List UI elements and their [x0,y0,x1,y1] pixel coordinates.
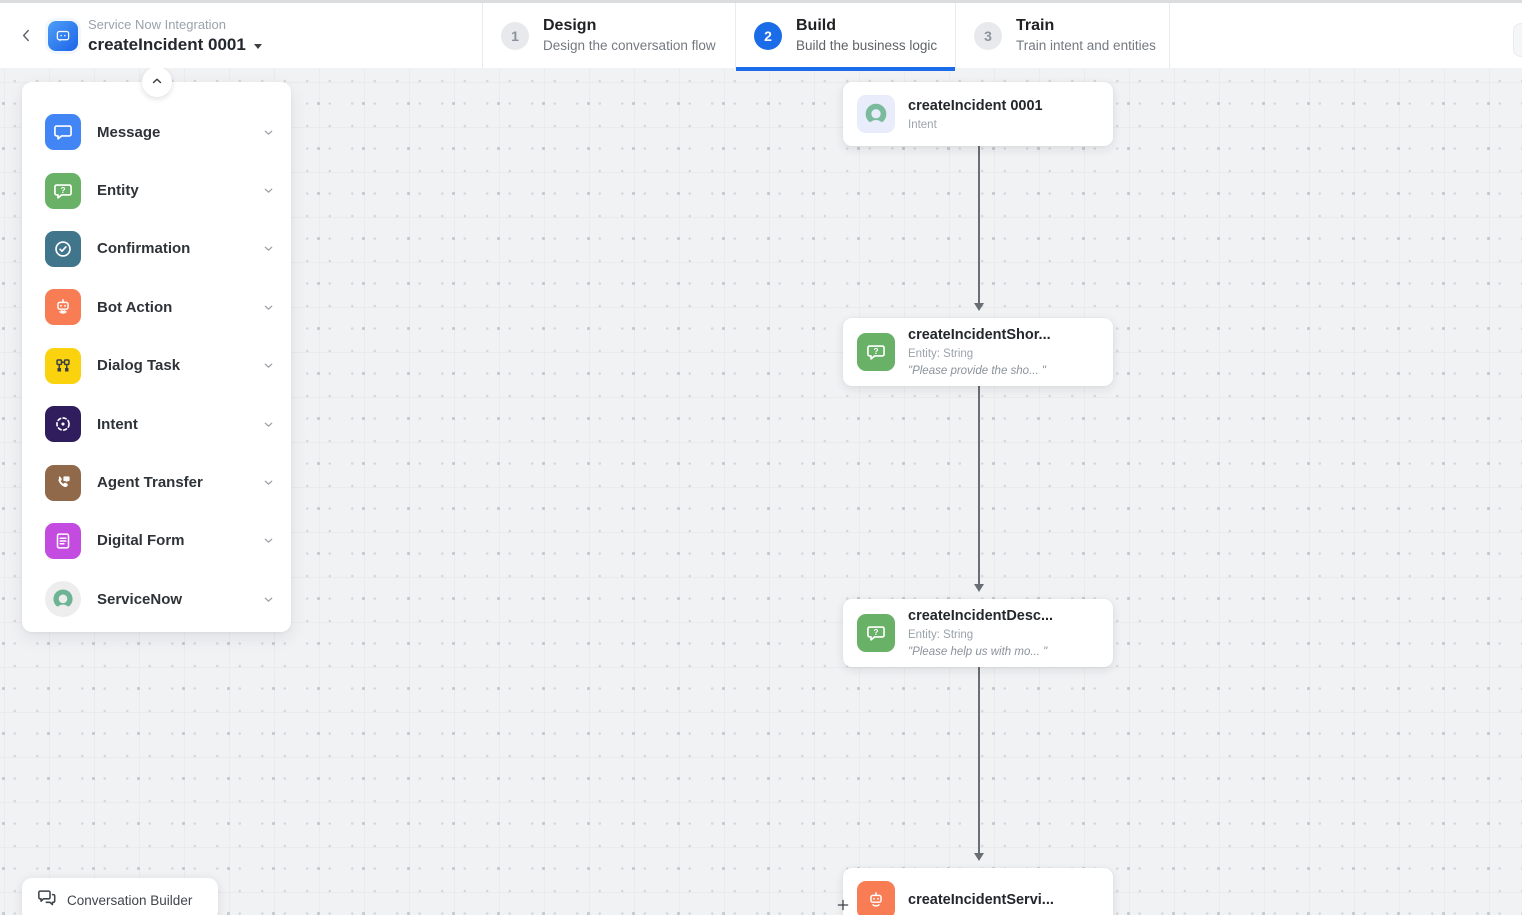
intent-icon [45,406,81,443]
step-title: Design [543,17,597,34]
conversation-builder-button[interactable]: Conversation Builder [22,878,218,915]
chevron-up-icon [150,74,164,91]
flow-connector [974,146,984,311]
palette-item-bot-action[interactable]: Bot Action [22,278,291,336]
tab-build[interactable]: 2 Build Build the business logic [736,3,956,71]
tab-train[interactable]: 3 Train Train intent and entities [956,3,1170,68]
step-number-badge: 1 [501,21,529,50]
node-title: createIncidentShor... [908,327,1051,343]
entity-icon: ? [857,614,895,652]
node-prompt-preview: "Please provide the sho... " [908,365,1046,377]
step-number-badge: 2 [754,21,782,50]
chevron-down-icon [262,418,275,431]
node-palette: Message ? Entity [22,68,291,632]
node-subtitle: Intent [908,118,937,131]
svg-text:?: ? [873,628,878,637]
active-tab-indicator [736,67,955,71]
task-name: createIncident 0001 [88,35,246,54]
svg-text:?: ? [873,347,878,356]
caret-down-icon [253,44,262,49]
flow-canvas[interactable]: Message ? Entity [0,68,1522,915]
palette-item-label: Confirmation [97,240,191,258]
collapse-palette-button[interactable] [141,68,172,97]
node-subtitle: Entity: String [908,348,974,360]
flow-connector [974,386,984,592]
palette-item-dialog-task[interactable]: Dialog Task [22,337,291,395]
flow-node-entity-short-description[interactable]: ? createIncidentShor... Entity: String "… [843,318,1113,386]
step-subtitle: Train intent and entities [1016,38,1156,53]
chevron-down-icon [262,126,275,139]
palette-item-label: Digital Form [97,532,185,550]
node-title: createIncidentServi... [908,892,1054,908]
conversation-builder-label: Conversation Builder [67,892,193,908]
step-tabs: 1 Design Design the conversation flow 2 … [482,3,1170,71]
bot-action-icon [45,289,81,326]
palette-item-label: Dialog Task [97,357,181,375]
step-subtitle: Design the conversation flow [543,38,716,53]
flow-node-bot-action[interactable]: createIncidentServi... [843,868,1113,915]
flow-node-intent[interactable]: createIncident 0001 Intent [843,82,1113,146]
plus-icon [836,898,850,915]
right-panel-handle[interactable] [1513,23,1522,57]
chevron-down-icon [262,242,275,255]
dialog-task-icon [45,347,81,384]
step-number-badge: 3 [974,21,1002,50]
flow-connector [974,667,984,861]
palette-item-label: Entity [97,182,139,200]
palette-item-agent-transfer[interactable]: Agent Transfer [22,453,291,511]
palette-item-digital-form[interactable]: Digital Form [22,512,291,570]
chevron-left-icon [18,27,35,47]
bot-action-icon [857,881,895,915]
step-subtitle: Build the business logic [796,38,938,53]
palette-item-label: Intent [97,415,138,433]
chevron-down-icon [262,359,275,372]
task-name-dropdown[interactable]: createIncident 0001 [88,33,262,57]
chevron-down-icon [262,301,275,314]
chevron-down-icon [262,593,275,606]
chevron-down-icon [262,184,275,197]
back-button[interactable] [14,25,38,49]
palette-item-message[interactable]: Message [22,103,291,161]
palette-item-servicenow[interactable]: ServiceNow [22,570,291,628]
add-node-button[interactable] [834,897,852,915]
tab-design[interactable]: 1 Design Design the conversation flow [482,3,736,68]
node-title: createIncidentDesc... [908,608,1054,624]
node-subtitle: Entity: String [908,629,974,641]
agent-transfer-icon [45,464,81,501]
project-label: Service Now Integration [88,17,227,32]
palette-item-confirmation[interactable]: Confirmation [22,220,291,278]
digital-form-icon [45,522,81,559]
servicenow-icon [45,581,81,618]
entity-icon: ? [45,172,81,209]
palette-item-intent[interactable]: Intent [22,395,291,453]
bot-app-icon [48,21,78,51]
servicenow-intent-icon [857,95,895,133]
chevron-down-icon [262,534,275,547]
chat-bubbles-icon [36,887,58,914]
svg-text:?: ? [60,185,65,194]
flow-node-entity-description[interactable]: ? createIncidentDesc... Entity: String "… [843,599,1113,667]
message-icon [45,114,81,151]
step-title: Build [796,17,836,34]
step-title: Train [1016,17,1055,34]
top-header: Service Now Integration createIncident 0… [0,0,1522,71]
chevron-down-icon [262,476,275,489]
palette-item-label: Bot Action [97,298,173,316]
palette-item-entity[interactable]: ? Entity [22,161,291,219]
palette-item-label: ServiceNow [97,590,183,608]
palette-item-label: Message [97,123,161,141]
confirmation-icon [45,230,81,267]
node-prompt-preview: "Please help us with mo... " [908,646,1048,658]
entity-icon: ? [857,333,895,371]
palette-item-label: Agent Transfer [97,474,203,492]
node-title: createIncident 0001 [908,97,1043,114]
